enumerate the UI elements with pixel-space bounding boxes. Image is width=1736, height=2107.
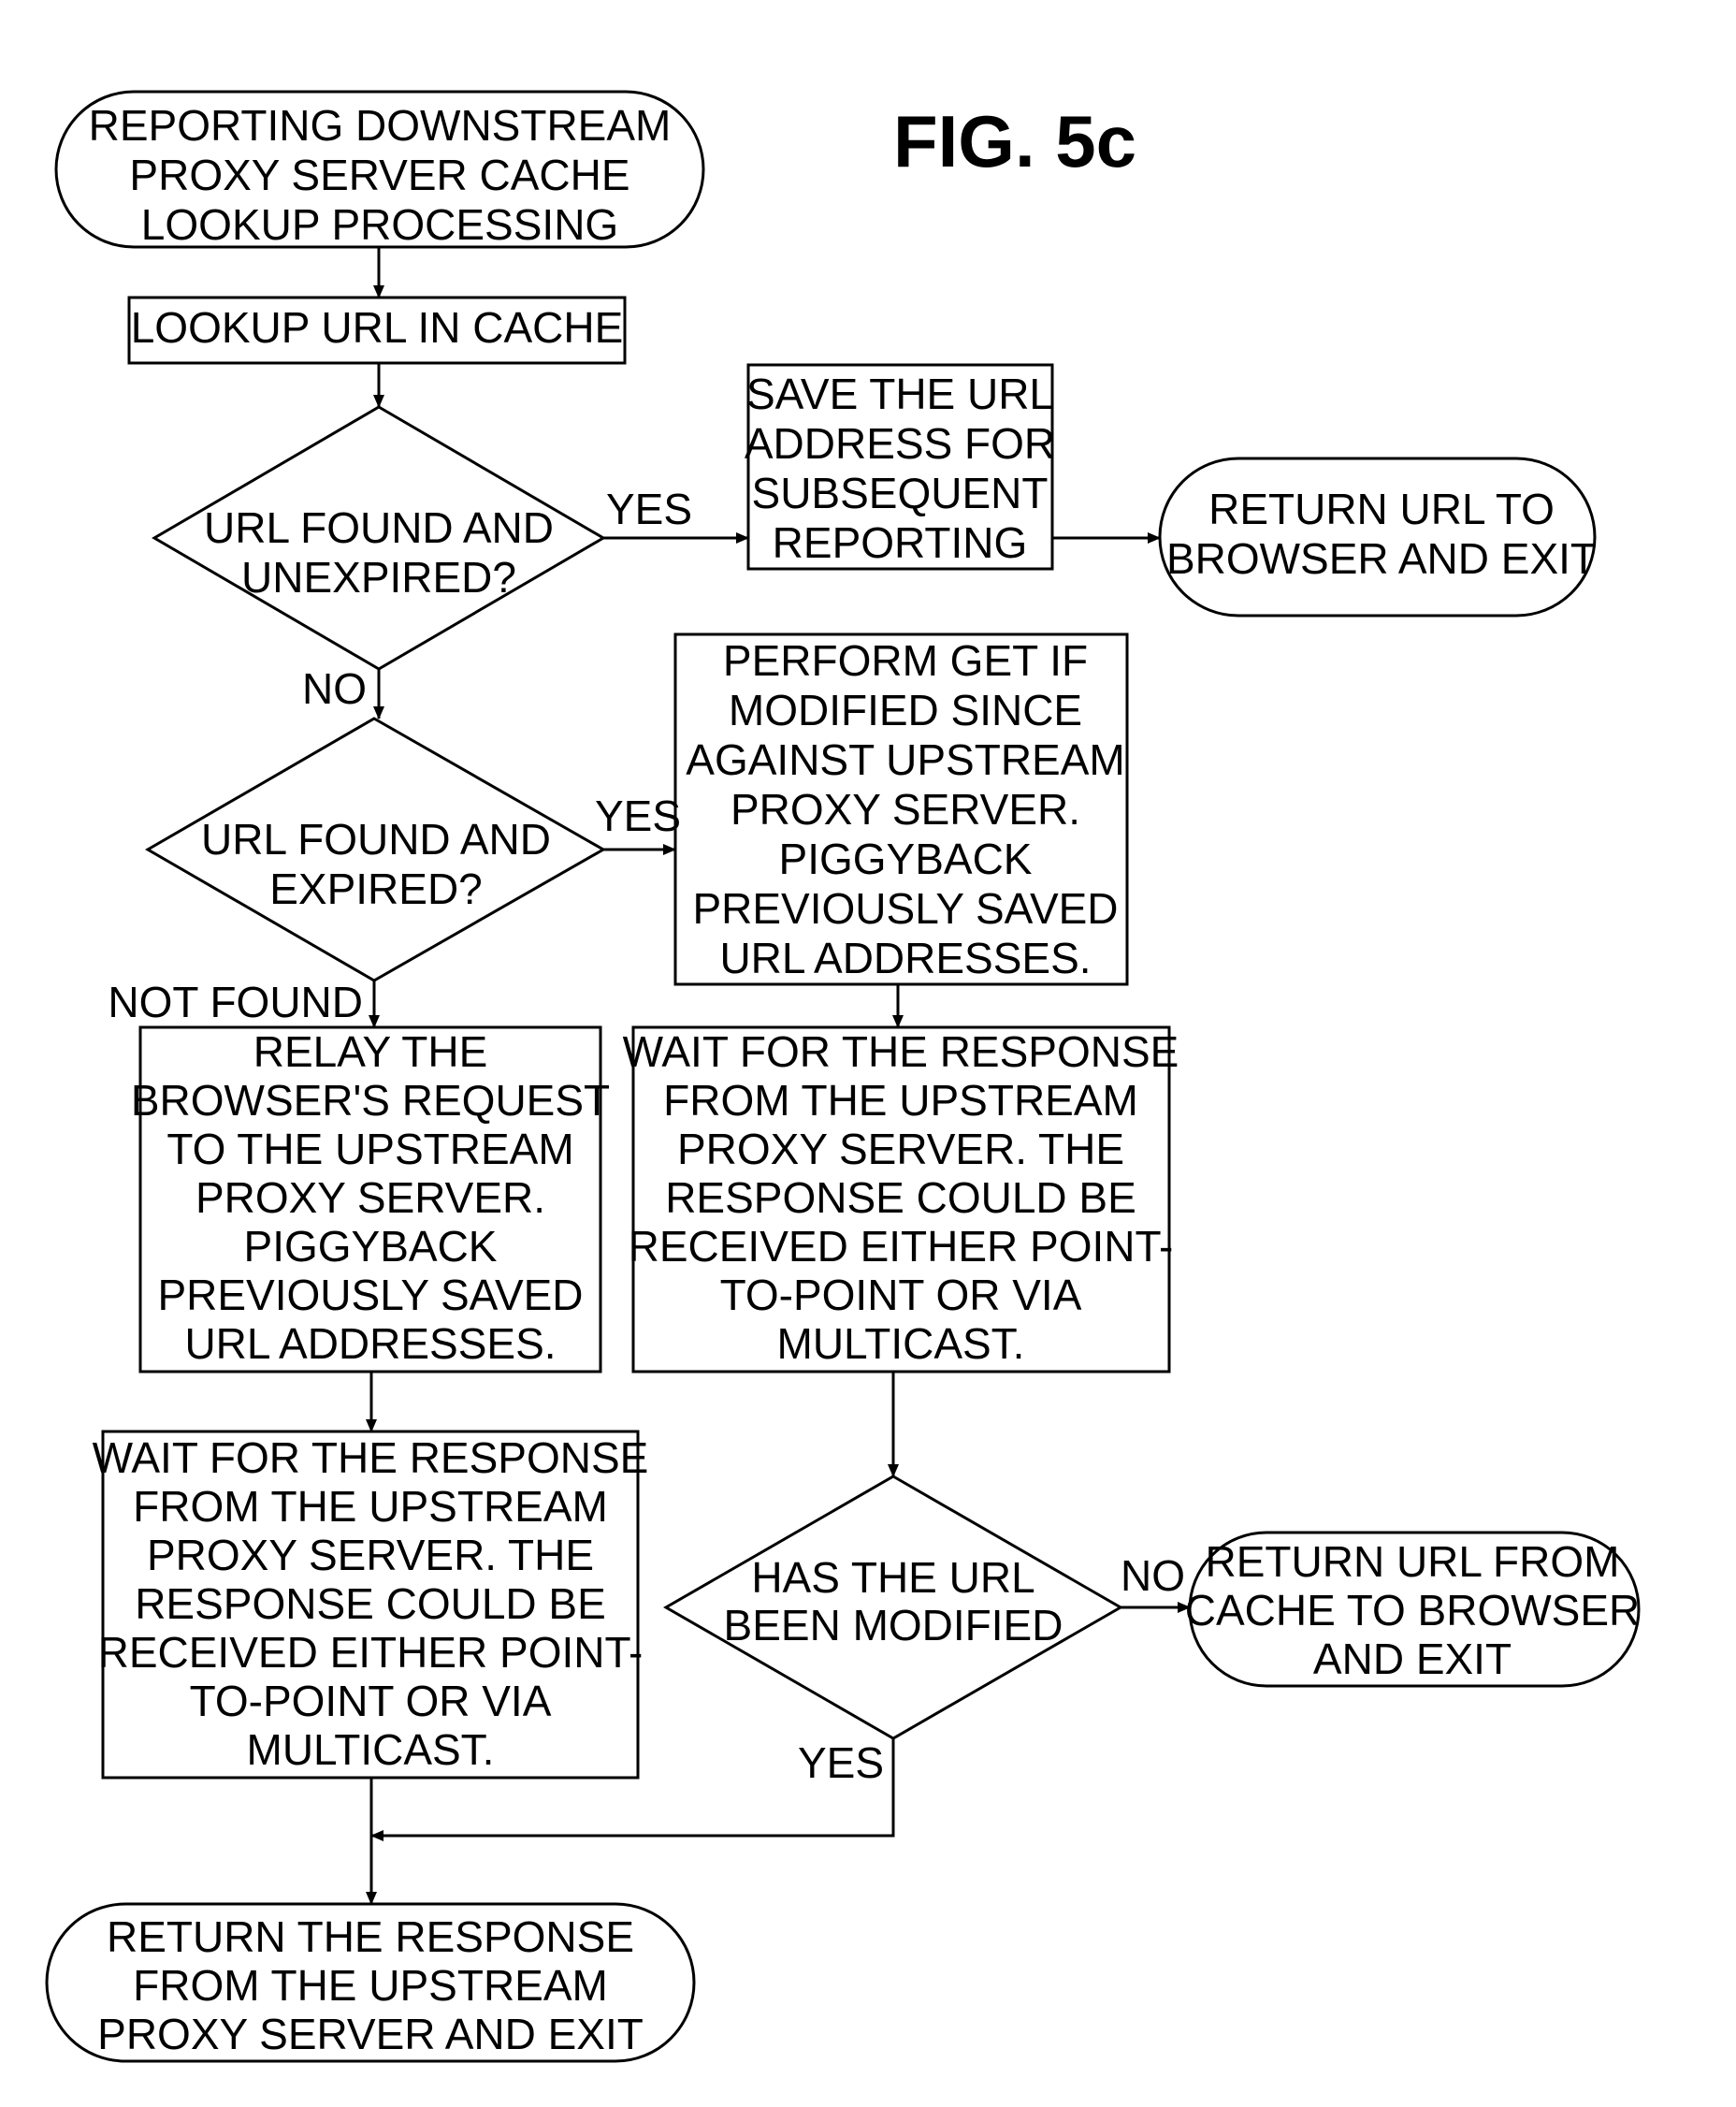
perform-get-line-7: URL ADDRESSES. <box>719 934 1091 982</box>
wait-left-line-1: WAIT FOR THE RESPONSE <box>93 1433 649 1482</box>
wait-right-line-1: WAIT FOR THE RESPONSE <box>623 1027 1179 1076</box>
wait-left-line-6: TO-POINT OR VIA <box>190 1677 552 1725</box>
figure-title: FIG. 5c <box>893 100 1136 182</box>
save-url-line-4: REPORTING <box>773 518 1028 567</box>
wait-left-line-4: RESPONSE COULD BE <box>135 1579 606 1628</box>
save-url-node: SAVE THE URL ADDRESS FOR SUBSEQUENT REPO… <box>745 370 1055 567</box>
perform-get-line-5: PIGGYBACK <box>779 835 1033 883</box>
return-response-line-1: RETURN THE RESPONSE <box>107 1912 634 1961</box>
relay-line-6: PREVIOUSLY SAVED <box>157 1271 583 1319</box>
start-line-1: REPORTING DOWNSTREAM <box>89 101 672 150</box>
wait-right-line-2: FROM THE UPSTREAM <box>663 1076 1138 1125</box>
edge-label-modified-yes: YES <box>798 1738 884 1787</box>
save-url-line-3: SUBSEQUENT <box>752 469 1049 517</box>
return-cache-line-1: RETURN URL FROM <box>1206 1537 1620 1586</box>
return-url-line-1: RETURN URL TO <box>1208 485 1555 533</box>
return-cache-line-2: CACHE TO BROWSER <box>1185 1586 1640 1635</box>
decision-expired: URL FOUND AND EXPIRED? <box>201 815 551 913</box>
decision-expired-line-1: URL FOUND AND <box>201 815 551 864</box>
return-cache-terminator: RETURN URL FROM CACHE TO BROWSER AND EXI… <box>1185 1537 1640 1683</box>
relay-line-3: TO THE UPSTREAM <box>166 1125 573 1173</box>
wait-right-line-5: RECEIVED EITHER POINT- <box>629 1222 1174 1271</box>
return-url-line-2: BROWSER AND EXIT <box>1166 534 1597 583</box>
edge-label-not-found: NOT FOUND <box>108 978 363 1026</box>
wait-right-line-4: RESPONSE COULD BE <box>665 1173 1136 1222</box>
wait-left-line-2: FROM THE UPSTREAM <box>133 1482 608 1531</box>
start-line-2: PROXY SERVER CACHE <box>129 151 629 199</box>
wait-left-line-3: PROXY SERVER. THE <box>147 1531 594 1579</box>
return-response-terminator: RETURN THE RESPONSE FROM THE UPSTREAM PR… <box>97 1912 644 2058</box>
wait-right-line-7: MULTICAST. <box>777 1319 1025 1368</box>
return-response-line-2: FROM THE UPSTREAM <box>133 1961 608 2010</box>
start-line-3: LOOKUP PROCESSING <box>141 200 618 249</box>
perform-get-line-4: PROXY SERVER. <box>731 785 1080 834</box>
lookup-url-node: LOOKUP URL IN CACHE <box>131 303 624 352</box>
perform-get-line-2: MODIFIED SINCE <box>729 686 1082 734</box>
wait-response-right-node: WAIT FOR THE RESPONSE FROM THE UPSTREAM … <box>623 1027 1179 1368</box>
perform-get-line-3: AGAINST UPSTREAM <box>686 735 1124 784</box>
relay-line-2: BROWSER'S REQUEST <box>131 1076 610 1125</box>
save-url-line-1: SAVE THE URL <box>746 370 1053 418</box>
decision-unexpired-line-2: UNEXPIRED? <box>241 553 516 602</box>
decision-expired-line-2: EXPIRED? <box>269 865 483 913</box>
perform-get-line-6: PREVIOUSLY SAVED <box>692 884 1118 933</box>
decision-modified: HAS THE URL BEEN MODIFIED <box>724 1553 1063 1649</box>
relay-line-1: RELAY THE <box>253 1027 488 1076</box>
decision-modified-line-2: BEEN MODIFIED <box>724 1601 1063 1649</box>
edge-label-modified-no: NO <box>1121 1551 1185 1600</box>
return-response-line-3: PROXY SERVER AND EXIT <box>97 2010 644 2058</box>
edge-label-expired-yes: YES <box>595 792 681 840</box>
decision-unexpired: URL FOUND AND UNEXPIRED? <box>204 503 554 602</box>
wait-response-left-node: WAIT FOR THE RESPONSE FROM THE UPSTREAM … <box>93 1433 649 1774</box>
relay-request-node: RELAY THE BROWSER'S REQUEST TO THE UPSTR… <box>131 1027 610 1368</box>
decision-unexpired-line-1: URL FOUND AND <box>204 503 554 552</box>
decision-modified-line-1: HAS THE URL <box>751 1553 1034 1602</box>
edge-label-unexpired-yes: YES <box>606 485 692 533</box>
perform-get-line-1: PERFORM GET IF <box>723 636 1088 685</box>
wait-left-line-5: RECEIVED EITHER POINT- <box>98 1628 644 1677</box>
save-url-line-2: ADDRESS FOR <box>745 419 1055 468</box>
start-terminator: REPORTING DOWNSTREAM PROXY SERVER CACHE … <box>89 101 672 249</box>
relay-line-5: PIGGYBACK <box>244 1222 498 1271</box>
wait-left-line-7: MULTICAST. <box>247 1725 495 1774</box>
wait-right-line-3: PROXY SERVER. THE <box>677 1125 1124 1173</box>
return-cache-line-3: AND EXIT <box>1313 1635 1512 1683</box>
relay-line-4: PROXY SERVER. <box>195 1173 545 1222</box>
perform-get-node: PERFORM GET IF MODIFIED SINCE AGAINST UP… <box>686 636 1124 982</box>
edge-label-unexpired-no: NO <box>302 664 367 713</box>
wait-right-line-6: TO-POINT OR VIA <box>720 1271 1082 1319</box>
lookup-line-1: LOOKUP URL IN CACHE <box>131 303 624 352</box>
relay-line-7: URL ADDRESSES. <box>184 1319 556 1368</box>
return-url-terminator: RETURN URL TO BROWSER AND EXIT <box>1166 485 1597 583</box>
